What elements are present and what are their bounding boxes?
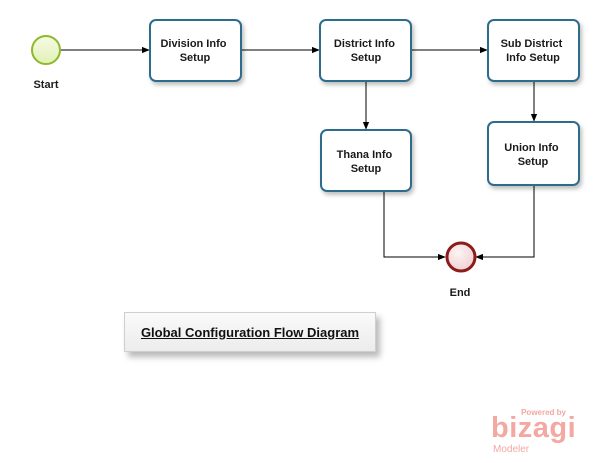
start-event[interactable]: Start xyxy=(31,35,61,91)
svg-text:Thana Info Setup: Thana Info Setup xyxy=(337,149,396,175)
svg-text:Union Info Setup: Union Info Setup xyxy=(504,142,561,168)
task-union-line2: Setup xyxy=(518,156,549,168)
watermark-powered-by: Powered by xyxy=(521,408,566,417)
task-thana-line1: Thana Info xyxy=(337,149,393,161)
connector-union-to-end xyxy=(475,185,535,261)
end-event-label: End xyxy=(450,287,471,299)
svg-text:Sub District Info Setup: Sub District Info Setup xyxy=(501,38,566,64)
end-event[interactable]: End xyxy=(445,241,477,299)
task-thana-line2: Setup xyxy=(351,163,382,175)
task-sub-district-info-setup[interactable]: Sub District Info Setup xyxy=(487,19,580,82)
watermark-brand-logo: bizagi xyxy=(491,412,577,444)
task-division-line1: Division Info xyxy=(160,38,226,50)
diagram-title: Global Configuration Flow Diagram xyxy=(140,324,360,340)
task-union-info-setup[interactable]: Union Info Setup xyxy=(487,121,580,186)
diagram-title-box: Global Configuration Flow Diagram xyxy=(124,312,376,352)
task-district-info-setup[interactable]: District Info Setup xyxy=(319,19,412,82)
end-event-circle xyxy=(445,241,477,273)
start-event-label: Start xyxy=(33,79,58,91)
start-event-circle xyxy=(31,35,61,65)
svg-text:Division Info Setup: Division Info Setup xyxy=(160,38,229,64)
task-thana-info-setup[interactable]: Thana Info Setup xyxy=(320,129,412,192)
task-district-line2: Setup xyxy=(351,52,382,64)
watermark-product: Modeler xyxy=(493,444,530,455)
connector-thana-to-end xyxy=(383,191,446,261)
task-subdistrict-line1: Sub District xyxy=(501,38,563,50)
svg-text:District Info Setup: District Info Setup xyxy=(334,38,398,64)
task-union-line1: Union Info xyxy=(504,142,559,154)
task-division-info-setup[interactable]: Division Info Setup xyxy=(149,19,242,82)
bizagi-watermark: Powered by bizagi Modeler xyxy=(488,408,580,456)
task-district-line1: District Info xyxy=(334,38,395,50)
task-subdistrict-line2: Info Setup xyxy=(506,52,560,64)
task-division-line2: Setup xyxy=(180,52,211,64)
